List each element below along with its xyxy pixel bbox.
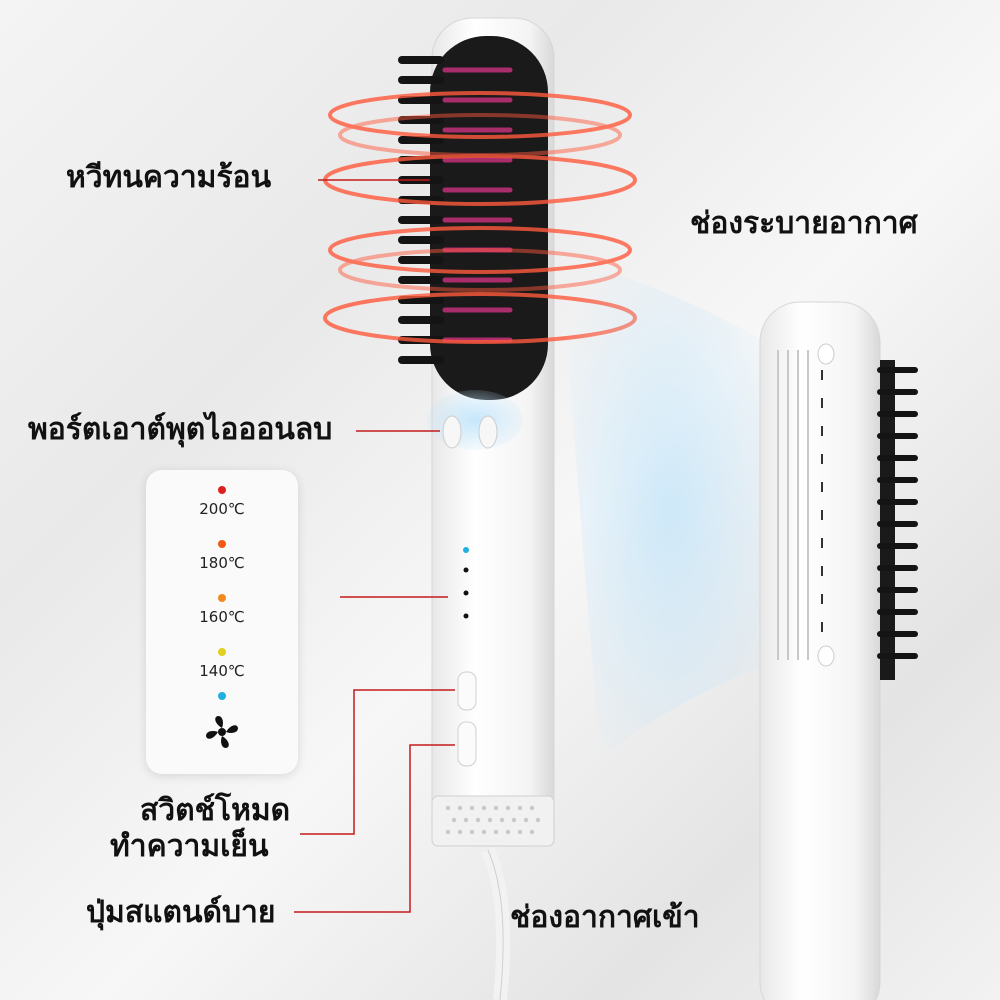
- temp-dot-160: [218, 594, 226, 602]
- label-air-intake: ช่องอากาศเข้า: [510, 900, 700, 935]
- temp-label-140: 140℃: [199, 662, 245, 680]
- label-exhaust-vent: ช่องระบายอากาศ: [690, 206, 918, 241]
- label-cool-mode-switch-line2: ทำความเย็น: [110, 829, 269, 864]
- temp-dot-cool: [218, 692, 226, 700]
- temp-dot-140: [218, 648, 226, 656]
- label-stand-button: ปุ่มสแตนด์บาย: [86, 895, 276, 930]
- temperature-panel: 200℃ 180℃ 160℃ 140℃: [146, 470, 298, 774]
- temp-row-cool: [146, 692, 298, 706]
- temp-label-160: 160℃: [199, 608, 245, 626]
- temp-row-180: 180℃: [146, 540, 298, 572]
- temp-row-160: 160℃: [146, 594, 298, 626]
- main-body: [323, 17, 637, 847]
- fan-icon: [205, 715, 239, 749]
- side-body: [759, 301, 918, 1000]
- label-negative-ion-outlet: พอร์ตเอาต์พุตไอออนลบ: [28, 412, 333, 447]
- temp-row-200: 200℃: [146, 486, 298, 518]
- temp-label-180: 180℃: [199, 554, 245, 572]
- temp-dot-180: [218, 540, 226, 548]
- label-cool-mode-switch-line1: สวิตช์โหมด: [140, 793, 291, 828]
- callout-lines: [294, 179, 455, 913]
- temp-row-140: 140℃: [146, 648, 298, 680]
- temp-dot-200: [218, 486, 226, 494]
- temp-label-200: 200℃: [199, 500, 245, 518]
- label-heat-resistant-comb: หวีทนความร้อน: [66, 160, 272, 195]
